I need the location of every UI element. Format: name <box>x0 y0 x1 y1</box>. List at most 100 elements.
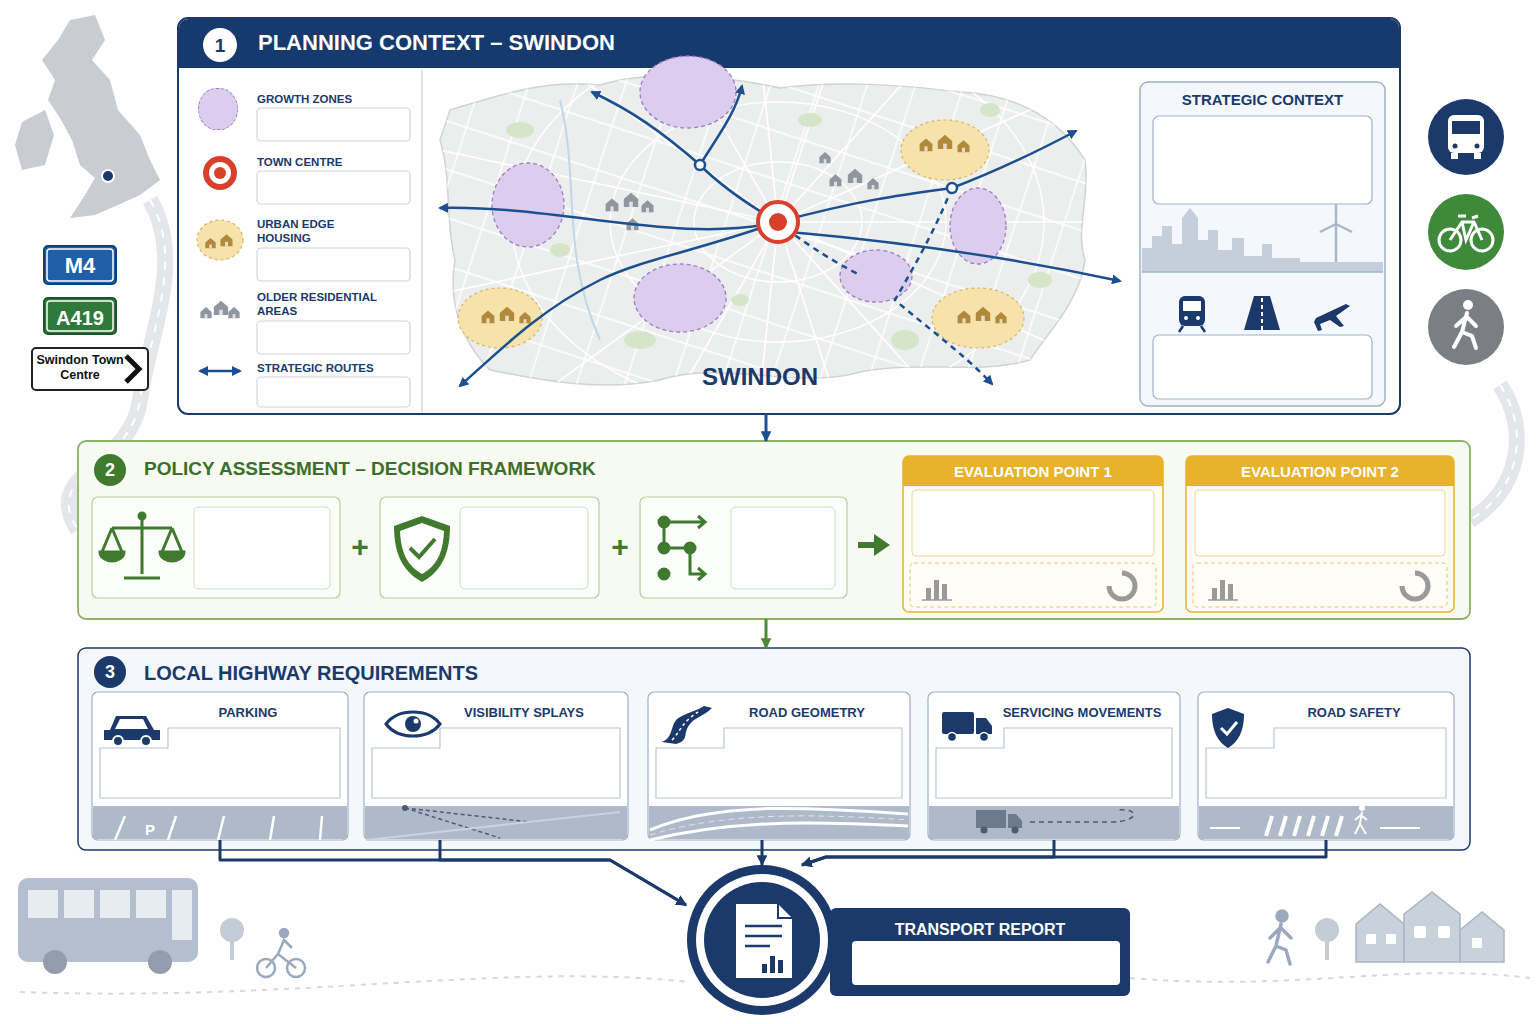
node-text: TRANSPORT REPORT <box>830 920 1130 939</box>
legend-icon <box>214 167 226 179</box>
urban-edge-housing <box>482 310 495 323</box>
cyclist <box>257 929 305 977</box>
progress-ring <box>1109 573 1428 599</box>
direction-sign: Swindon Town Centre <box>32 348 148 390</box>
background-road <box>1470 385 1517 520</box>
urban-edge-housing <box>995 312 1006 323</box>
requirement-card <box>365 806 627 839</box>
requirement-card <box>928 692 1180 840</box>
flow-arrow <box>858 542 876 548</box>
strategic-route <box>592 92 778 222</box>
town-map <box>731 294 749 306</box>
bus-icon <box>1453 144 1458 149</box>
node-text: ROAD SAFETY <box>1260 705 1448 721</box>
bus-icon <box>1448 115 1484 153</box>
policy-criterion-box <box>380 497 599 598</box>
node-text: PLANNING CONTEXT – SWINDON <box>258 30 1400 56</box>
shield-icon <box>394 516 450 582</box>
houses <box>1386 934 1396 944</box>
background-road <box>1130 973 1530 982</box>
scales-icon <box>102 528 182 552</box>
houses <box>1460 912 1504 962</box>
report-badge <box>762 964 767 973</box>
report-badge <box>778 960 783 973</box>
older-residential <box>867 178 878 189</box>
town-map <box>891 330 919 350</box>
road-sign <box>44 246 116 284</box>
bus-icon <box>1452 121 1480 134</box>
connector-arrow <box>761 840 764 865</box>
legend-item: TOWN CENTRE <box>196 155 407 169</box>
card-strip-art <box>650 816 908 835</box>
evaluation-panel <box>903 456 1163 486</box>
town-map <box>694 162 862 282</box>
legend-icon <box>221 234 233 246</box>
requirement-card <box>1198 692 1454 840</box>
section-panel <box>421 70 423 412</box>
car-icon <box>115 719 148 729</box>
policy-criterion-box <box>640 497 847 598</box>
road-icon <box>662 706 712 744</box>
road-sign <box>126 356 139 382</box>
road-sign <box>32 246 148 390</box>
card-strip-art <box>1008 814 1022 828</box>
eye-icon <box>414 719 419 724</box>
legend-text: URBAN EDGE HOUSING <box>257 217 357 246</box>
legend-value-box <box>257 377 410 407</box>
strategic-route <box>695 160 705 170</box>
evaluation-panel <box>1186 456 1454 612</box>
policy-criterion-box <box>194 507 330 589</box>
eye-icon <box>386 712 440 736</box>
report-badge <box>704 882 820 998</box>
shield-icon <box>1221 722 1237 734</box>
section-panel <box>78 648 1470 850</box>
node-text: VISIBILITY SPLAYS <box>426 705 622 721</box>
report-badge <box>687 865 837 1015</box>
legend-icon <box>200 370 240 373</box>
strategic-context-panel <box>1196 316 1200 320</box>
eye-icon <box>405 716 421 732</box>
bicycle-icon <box>1428 194 1504 270</box>
bus-icon <box>1475 144 1480 149</box>
town-map <box>778 76 1107 222</box>
car-icon <box>104 716 160 740</box>
bus-illustration <box>18 878 198 974</box>
card-strip-art <box>1012 827 1019 834</box>
evaluation-box: EVALUATION POINT 1 <box>903 456 1163 612</box>
road-sign <box>44 298 116 334</box>
report-node: TRANSPORT REPORT <box>686 865 1130 1017</box>
town-map <box>506 103 1052 350</box>
legend-icon <box>228 307 239 318</box>
strategic-context-panel <box>1140 82 1385 406</box>
node-text: LOCAL HIGHWAY REQUIREMENTS <box>144 661 1470 685</box>
tree <box>1315 918 1339 942</box>
motorway-sign: M4 <box>44 246 116 284</box>
pedestrian-icon <box>1428 289 1504 365</box>
older-residential <box>830 174 842 186</box>
road-icon <box>662 706 712 744</box>
houses <box>1366 926 1482 948</box>
section-panel <box>179 19 1399 68</box>
pedestrian-icon <box>1428 289 1504 365</box>
parking-label: P <box>145 822 155 837</box>
card-strip-art <box>1210 827 1420 829</box>
pedestrian <box>1268 924 1291 964</box>
car-icon <box>104 716 160 746</box>
callout-number: 2 <box>105 461 115 479</box>
shield-icon <box>400 523 444 574</box>
card-strip-art <box>115 816 322 840</box>
truck-icon <box>976 718 992 734</box>
report-badge <box>687 865 1130 1015</box>
legend-item: URBAN EDGE HOUSING <box>196 217 357 246</box>
houses <box>1472 938 1482 948</box>
node-text: PARKING <box>154 705 342 721</box>
process-flow-icon <box>664 516 705 580</box>
shield-icon <box>394 516 450 582</box>
flow-arrow <box>874 534 890 556</box>
legend-text: OLDER RESIDENTIAL AREAS <box>257 290 397 319</box>
tree <box>220 918 1339 960</box>
urban-edge-housing <box>938 135 952 149</box>
truck-icon <box>942 712 992 742</box>
card-strip-art <box>1355 812 1367 834</box>
